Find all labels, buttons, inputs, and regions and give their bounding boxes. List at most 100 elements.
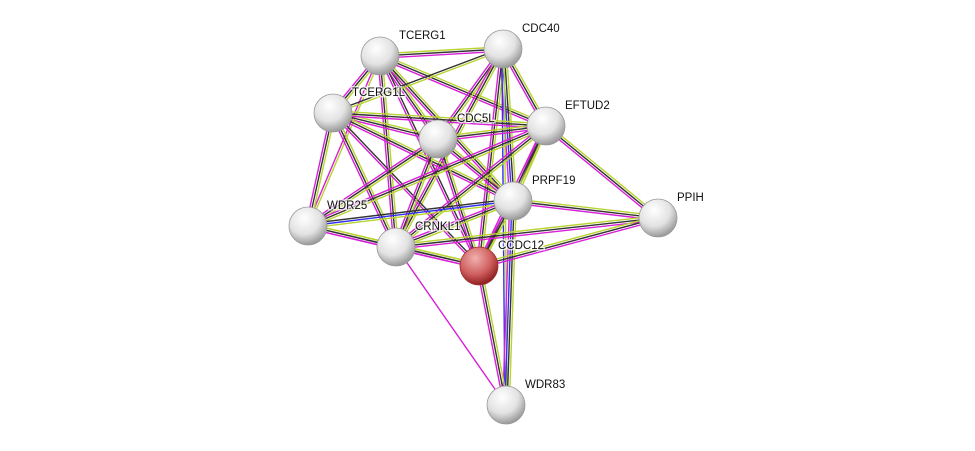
edge-crnkl1-ppih[interactable] — [395, 215, 659, 250]
node-sphere[interactable] — [483, 29, 523, 69]
edge-line — [333, 110, 515, 200]
node-label: CDC5L — [457, 113, 495, 125]
edge-line — [379, 55, 547, 127]
edge-line — [544, 127, 658, 221]
edge-eftud2-ppih[interactable] — [544, 123, 660, 221]
edge-line — [478, 265, 507, 406]
edge-line — [307, 138, 439, 227]
node-eftud2[interactable]: EFTUD2 — [526, 99, 611, 146]
edge-line — [332, 112, 397, 248]
edge-line — [380, 53, 548, 125]
edge-line — [437, 138, 480, 267]
edge-line — [306, 123, 546, 225]
edge-line — [512, 200, 659, 219]
edge-line — [396, 127, 548, 250]
node-sphere[interactable] — [459, 246, 499, 286]
edge-prpf19-ppih[interactable] — [512, 198, 659, 221]
edge-line — [307, 125, 547, 227]
edge-line — [331, 114, 513, 204]
edge-line — [333, 49, 504, 115]
edge-line — [393, 137, 437, 247]
edge-cdc5l-ccdc12[interactable] — [435, 138, 482, 267]
edge-tcerg1-cdc40[interactable] — [379, 46, 504, 59]
node-ppih[interactable]: PPIH — [638, 191, 705, 238]
edge-tcerg1l-crnkl1[interactable] — [330, 111, 399, 249]
node-sphere[interactable] — [313, 93, 353, 133]
edge-line — [513, 198, 659, 217]
node-label: CRNKL1 — [415, 221, 460, 233]
edge-line — [332, 112, 514, 202]
node-label: WDR83 — [525, 379, 565, 391]
edge-line — [395, 217, 659, 248]
edge-tcerg1-eftud2[interactable] — [378, 53, 548, 129]
node-label: TCERG1 — [399, 30, 446, 42]
edge-line — [512, 202, 658, 221]
edge-line — [479, 219, 659, 269]
node-label: TCERG1L — [352, 87, 406, 99]
node-crnkl1[interactable]: CRNKL1 — [376, 220, 462, 267]
edge-line — [305, 112, 332, 226]
node-tcerg1[interactable]: TCERG1 — [360, 29, 447, 76]
node-wdr83[interactable]: WDR83 — [486, 378, 567, 425]
edge-line — [395, 246, 507, 406]
edge-ccdc12-ppih[interactable] — [478, 215, 659, 269]
edge-line — [476, 48, 502, 266]
node-sphere[interactable] — [376, 227, 416, 267]
edge-crnkl1-wdr83[interactable] — [395, 246, 507, 406]
edge-ccdc12-wdr83[interactable] — [476, 265, 509, 406]
node-sphere[interactable] — [360, 36, 400, 76]
node-sphere[interactable] — [288, 206, 328, 246]
edge-line — [396, 202, 515, 250]
edge-eftud2-wdr25[interactable] — [306, 123, 548, 229]
node-label: CDC40 — [522, 23, 560, 35]
node-label: CCDC12 — [498, 240, 544, 252]
edge-line — [379, 48, 504, 57]
edge-line — [308, 56, 382, 227]
edge-line — [308, 127, 548, 229]
edge-line — [478, 217, 659, 267]
edge-line — [395, 200, 514, 248]
edge-line — [480, 265, 509, 405]
node-cdc40[interactable]: CDC40 — [483, 22, 561, 69]
node-label: EFTUD2 — [565, 100, 610, 112]
edge-line — [395, 215, 658, 246]
edge-line — [332, 112, 547, 127]
edge-cdc40-tcerg1l[interactable] — [332, 47, 504, 115]
node-sphere[interactable] — [638, 198, 678, 238]
edge-line — [505, 48, 517, 201]
node-cdc5l[interactable]: CDC5L — [418, 112, 497, 159]
edge-line — [506, 201, 515, 406]
edge-line — [309, 113, 336, 227]
node-sphere[interactable] — [493, 181, 533, 221]
node-sphere[interactable] — [418, 119, 458, 159]
edge-line — [476, 266, 505, 406]
node-label: WDR25 — [327, 200, 367, 212]
edge-prpf19-crnkl1[interactable] — [394, 198, 515, 250]
edge-line — [334, 111, 399, 247]
edge-line — [545, 125, 659, 219]
edge-line — [501, 49, 513, 202]
node-ccdc12[interactable]: CCDC12 — [459, 239, 546, 286]
edge-line — [307, 198, 513, 225]
node-sphere[interactable] — [486, 385, 526, 425]
edge-eftud2-crnkl1[interactable] — [394, 123, 548, 250]
node-tcerg1l[interactable]: TCERG1L — [313, 86, 407, 133]
edge-line — [394, 198, 513, 246]
edge-line — [546, 123, 660, 217]
node-prpf19[interactable]: PRPF19 — [493, 174, 577, 221]
edge-line — [333, 110, 547, 125]
edge-line — [380, 50, 504, 59]
edge-cdc40-ccdc12[interactable] — [476, 48, 506, 267]
edge-line — [378, 57, 546, 129]
node-label: PRPF19 — [532, 175, 575, 187]
edge-line — [394, 123, 546, 246]
edge-tcerg1l-prpf19[interactable] — [331, 110, 515, 204]
node-sphere[interactable] — [526, 106, 566, 146]
edge-prpf19-wdr25[interactable] — [307, 198, 514, 229]
edge-line — [306, 136, 438, 225]
node-wdr25[interactable]: WDR25 — [288, 199, 369, 246]
edge-line — [478, 48, 504, 267]
edge-line — [395, 125, 547, 248]
